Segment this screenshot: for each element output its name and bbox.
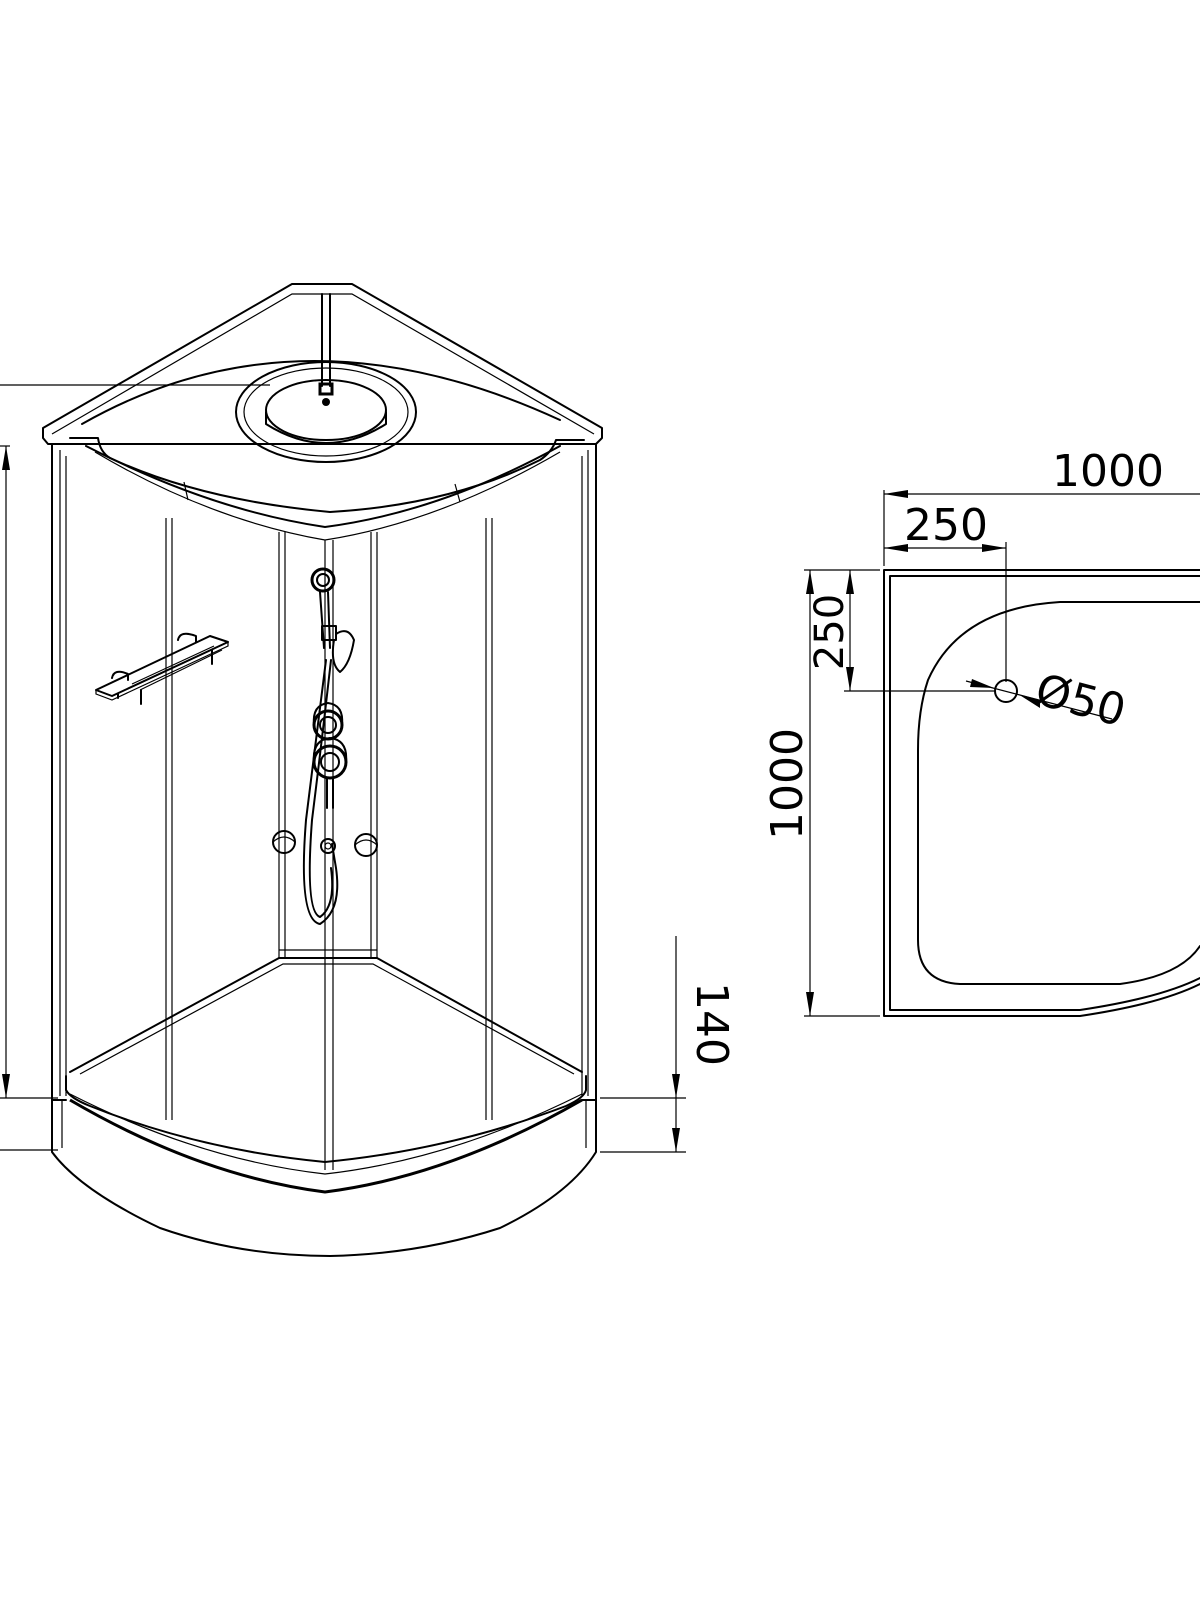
tray-height-dimension: 140 — [600, 936, 737, 1153]
shower-cabin-perspective: 140 — [0, 283, 737, 1257]
cabin-frame — [51, 443, 597, 1170]
drain-y-dimension: 250 — [807, 570, 996, 692]
depth-dimension: 1000 — [762, 569, 880, 1017]
tray-outline-inner — [889, 575, 1200, 1011]
mixer-controls — [312, 702, 348, 854]
drain-x-dimension: 250 — [884, 500, 1007, 682]
shower-tray — [51, 957, 597, 1257]
drain-y-label: 250 — [807, 594, 853, 670]
side-knobs — [272, 830, 378, 857]
width-dimension: 1000 — [883, 446, 1200, 566]
glass-shelf — [95, 632, 229, 705]
tray-outline — [883, 569, 1200, 1017]
shower-tray-plan: Ø50 1000 250 1000 — [762, 446, 1200, 1017]
rain-shower-head — [235, 293, 417, 463]
back-panel — [278, 532, 378, 959]
height-dimension — [0, 384, 270, 1151]
drain-diameter-label: Ø50 — [1030, 664, 1131, 737]
drain: Ø50 — [965, 664, 1131, 737]
depth-label: 1000 — [762, 728, 813, 840]
width-label: 1000 — [1052, 446, 1164, 497]
drain-x-label: 250 — [904, 500, 988, 551]
basin-contour — [917, 601, 1200, 985]
tray-height-label: 140 — [686, 982, 737, 1066]
